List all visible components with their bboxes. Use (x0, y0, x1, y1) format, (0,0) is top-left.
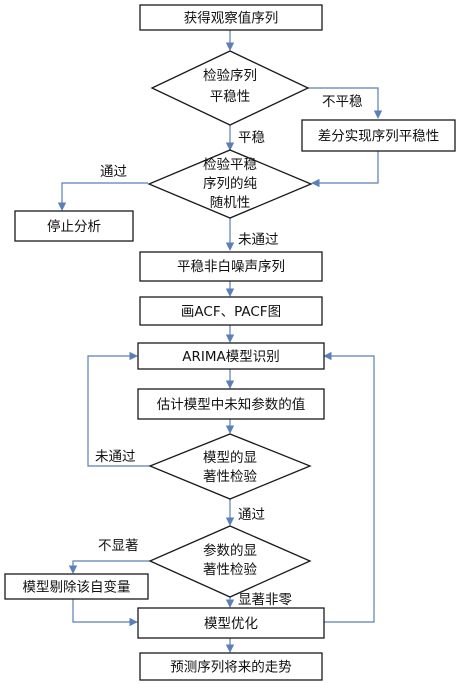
node-optimize-label: 模型优化 (204, 616, 258, 632)
arrow-random-to-stop (57, 182, 148, 211)
edge-label-fail-random: 未通过 (238, 232, 279, 248)
node-estimate: 估计模型中未知参数的值 (137, 388, 325, 420)
node-forecast-label: 预测序列将来的走势 (170, 660, 292, 676)
node-model-significance-line2: 著性检验 (203, 469, 257, 485)
edge-label-stationary: 平稳 (238, 130, 265, 146)
node-arima: ARIMA模型识别 (137, 342, 325, 370)
node-random-test-line1: 检验平稳 (203, 157, 257, 173)
node-stop: 停止分析 (14, 210, 134, 242)
arrow-remove-to-optimize (72, 599, 138, 627)
node-random-test-line3: 随机性 (210, 195, 251, 211)
node-remove-variable-label: 模型剔除该自变量 (23, 580, 131, 596)
node-obtain-label: 获得观察值序列 (184, 10, 279, 27)
node-param-significance: 参数的显 著性检验 (148, 525, 312, 598)
arrow-optimize-to-arima (323, 351, 375, 623)
node-param-significance-line2: 著性检验 (203, 562, 257, 578)
node-nonwhite-label: 平稳非白噪声序列 (177, 259, 285, 275)
edge-label-not-significant: 不显著 (98, 538, 139, 554)
edge-label-not-stationary: 不平稳 (322, 94, 363, 110)
node-difference: 差分实现序列平稳性 (301, 119, 456, 152)
node-acf-label: 画ACF、PACF图 (181, 304, 281, 320)
arrow-modelsig-to-arima (87, 351, 150, 467)
node-stationary-test-line1: 检验序列 (203, 68, 257, 84)
node-param-significance-line1: 参数的显 (203, 542, 257, 559)
node-obtain: 获得观察值序列 (139, 4, 323, 31)
node-random-test-line2: 序列的纯 (203, 176, 257, 192)
node-stationary-test-line2: 平稳性 (210, 89, 251, 105)
node-stop-label: 停止分析 (47, 218, 101, 235)
arrow-difference-to-random (311, 151, 379, 188)
node-random-test: 检验平稳 序列的纯 随机性 (147, 149, 313, 219)
node-estimate-label: 估计模型中未知参数的值 (157, 396, 306, 413)
edge-label-significant-nonzero: 显著非零 (238, 592, 292, 608)
node-stationary-test: 检验序列 平稳性 (150, 50, 310, 126)
connectors (57, 30, 383, 653)
edge-label-pass-random: 通过 (100, 164, 127, 180)
node-model-significance-line1: 模型的显 (203, 450, 257, 466)
edge-label-fail-model: 未通过 (95, 449, 136, 465)
node-difference-label: 差分实现序列平稳性 (318, 129, 440, 145)
node-optimize: 模型优化 (137, 607, 325, 639)
arrow-test-to-difference (308, 87, 383, 119)
node-remove-variable: 模型剔除该自变量 (4, 573, 149, 600)
node-forecast: 预测序列将来的走势 (139, 652, 323, 681)
node-nonwhite: 平稳非白噪声序列 (139, 251, 323, 282)
node-acf: 画ACF、PACF图 (139, 296, 323, 326)
edge-label-pass-model: 通过 (238, 507, 265, 523)
arrow-paramsig-to-remove (68, 560, 150, 574)
node-model-significance: 模型的显 著性检验 (148, 433, 312, 500)
node-arima-label: ARIMA模型识别 (182, 349, 279, 365)
